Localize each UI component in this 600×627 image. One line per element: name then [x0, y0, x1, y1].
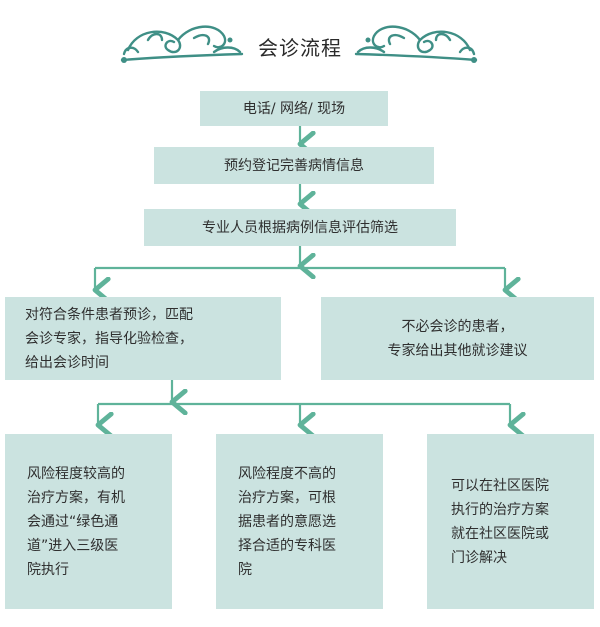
- page-title: 会诊流程: [258, 36, 342, 60]
- outcome-community: 可以在社区医院 执行的治疗方案 就在社区医院或 门诊解决: [427, 434, 594, 609]
- step-evaluation: 专业人员根据病例信息评估筛选: [144, 209, 456, 246]
- branch-no-consultation: 不必会诊的患者， 专家给出其他就诊建议: [321, 297, 594, 380]
- outcome-high-risk: 风险程度较高的 治疗方案，有机 会通过“绿色通 道”进入三级医 院执行: [5, 434, 172, 609]
- outcome-low-risk: 风险程度不高的 治疗方案，可根 据患者的意愿选 择合适的专科医 院: [216, 434, 383, 609]
- branch-match-consultation: 对符合条件患者预诊，匹配 会诊专家，指导化验检查， 给出会诊时间: [5, 297, 281, 380]
- right-flourish-ornament: [354, 25, 478, 63]
- step-contact-channels: 电话/ 网络/ 现场: [200, 91, 388, 126]
- step-registration: 预约登记完善病情信息: [154, 147, 434, 184]
- left-flourish-ornament: [120, 25, 244, 63]
